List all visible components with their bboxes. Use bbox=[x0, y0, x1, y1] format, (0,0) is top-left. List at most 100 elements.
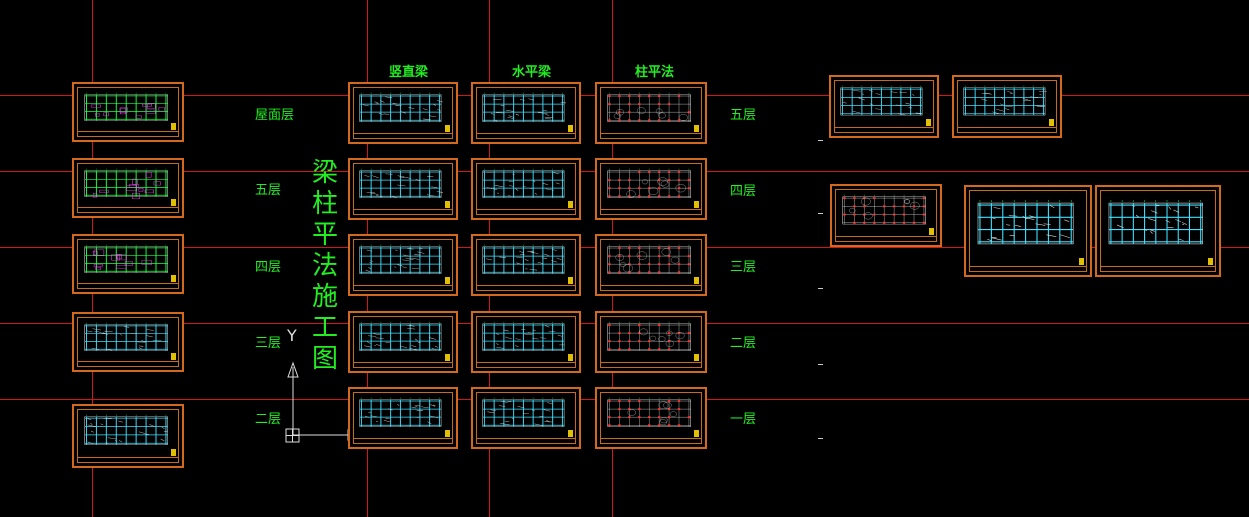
sheet-title-block bbox=[77, 283, 179, 289]
sheet-title-block bbox=[77, 457, 179, 463]
sheet-stamp bbox=[171, 123, 176, 130]
sheet-inner-border bbox=[600, 316, 702, 368]
sheet-title-block bbox=[353, 133, 453, 139]
sheet-stamp bbox=[171, 199, 176, 206]
sheet-stamp bbox=[171, 353, 176, 360]
row-label-left-1: 屋面层 bbox=[255, 108, 295, 123]
sheet-plan-drawing bbox=[83, 244, 169, 276]
row-label-right-2: 四层 bbox=[730, 184, 757, 199]
main-title-char: 梁 bbox=[311, 158, 338, 188]
sheet-detail-columns[interactable] bbox=[830, 184, 942, 247]
sheet-r3-c2[interactable] bbox=[471, 234, 581, 296]
sheet-inner-border bbox=[835, 189, 937, 242]
sheet-title-block bbox=[600, 438, 702, 444]
sheet-inner-border bbox=[476, 87, 576, 139]
main-title-char: 图 bbox=[311, 344, 338, 374]
sheet-r2-c2[interactable] bbox=[471, 158, 581, 220]
tick-mark bbox=[818, 364, 823, 365]
ucs-y-label: Y bbox=[287, 326, 297, 345]
main-title-char: 柱 bbox=[311, 189, 338, 219]
sheet-plan-drawing bbox=[358, 244, 443, 278]
sheet-r4-c3[interactable] bbox=[595, 311, 707, 373]
sheet-inner-border bbox=[1100, 190, 1216, 272]
sheet-r2-c3[interactable] bbox=[595, 158, 707, 220]
main-title-char: 法 bbox=[311, 251, 338, 281]
sheet-inner-border bbox=[600, 163, 702, 215]
sheet-r3-c3[interactable] bbox=[595, 234, 707, 296]
tick-mark bbox=[818, 140, 823, 141]
sheet-r5-c3[interactable] bbox=[595, 387, 707, 449]
sheet-title-block bbox=[476, 362, 576, 368]
sheet-r1-c1[interactable] bbox=[348, 82, 458, 144]
sheet-floorplan-3[interactable] bbox=[72, 234, 184, 294]
sheet-floorplan-2[interactable] bbox=[72, 158, 184, 218]
sheet-floorplan-5[interactable] bbox=[72, 404, 184, 468]
sheet-title-block bbox=[969, 266, 1087, 272]
sheet-plan-drawing bbox=[358, 92, 444, 126]
sheet-r2-c1[interactable] bbox=[348, 158, 458, 220]
row-label-left-4: 三层 bbox=[255, 336, 282, 351]
sheet-title-block bbox=[957, 127, 1057, 133]
sheet-stamp bbox=[568, 430, 573, 437]
sheet-title-block bbox=[353, 209, 453, 215]
sheet-inner-border bbox=[77, 409, 179, 463]
sheet-inner-border bbox=[476, 392, 576, 444]
sheet-plan-drawing bbox=[606, 397, 692, 431]
sheet-plan-drawing bbox=[481, 92, 568, 126]
sheet-stamp bbox=[694, 277, 699, 284]
tick-mark bbox=[818, 213, 823, 214]
main-title-char: 施 bbox=[311, 282, 338, 312]
sheet-stamp bbox=[445, 430, 450, 437]
main-title-char: 平 bbox=[311, 220, 338, 250]
sheet-title-block bbox=[834, 127, 934, 133]
sheet-title-block bbox=[600, 362, 702, 368]
sheet-notes-2[interactable] bbox=[1095, 185, 1221, 277]
sheet-title-block bbox=[835, 236, 937, 242]
sheet-stamp bbox=[694, 430, 699, 437]
sheet-inner-border bbox=[476, 239, 576, 291]
sheet-inner-border bbox=[834, 80, 934, 133]
sheet-inner-border bbox=[476, 316, 576, 368]
sheet-inner-border bbox=[77, 87, 179, 137]
sheet-title-block bbox=[600, 209, 702, 215]
row-label-left-2: 五层 bbox=[255, 183, 282, 198]
sheet-plan-drawing bbox=[358, 397, 443, 431]
row-label-right-5: 一层 bbox=[730, 412, 757, 427]
row-label-right-4: 二层 bbox=[730, 336, 757, 351]
sheet-stamp bbox=[568, 125, 573, 132]
sheet-title-block bbox=[353, 362, 453, 368]
sheet-plan-drawing bbox=[606, 92, 692, 126]
sheet-plan-drawing bbox=[606, 244, 692, 278]
main-title-char: 工 bbox=[311, 313, 338, 343]
sheet-r4-c2[interactable] bbox=[471, 311, 581, 373]
sheet-plan-drawing bbox=[839, 85, 924, 119]
sheet-floorplan-1[interactable] bbox=[72, 82, 184, 142]
sheet-detail-sections[interactable] bbox=[952, 75, 1062, 138]
sheet-inner-border bbox=[600, 392, 702, 444]
sheet-floorplan-4[interactable] bbox=[72, 312, 184, 372]
sheet-notes-1[interactable] bbox=[964, 185, 1092, 277]
sheet-r5-c2[interactable] bbox=[471, 387, 581, 449]
sheet-title-block bbox=[476, 285, 576, 291]
sheet-r4-c1[interactable] bbox=[348, 311, 458, 373]
sheet-r1-c3[interactable] bbox=[595, 82, 707, 144]
sheet-inner-border bbox=[353, 316, 453, 368]
sheet-inner-border bbox=[353, 163, 453, 215]
sheet-title-block bbox=[77, 361, 179, 367]
row-label-left-3: 四层 bbox=[255, 260, 282, 275]
sheet-title-block bbox=[600, 133, 702, 139]
sheet-plan-drawing bbox=[606, 321, 692, 355]
sheet-plan-drawing bbox=[83, 322, 169, 354]
column-header-column-method: 柱平法 bbox=[635, 65, 675, 80]
sheet-stamp bbox=[171, 275, 176, 282]
sheet-plan-drawing bbox=[83, 92, 169, 124]
sheet-plan-drawing bbox=[358, 321, 443, 355]
sheet-r3-c1[interactable] bbox=[348, 234, 458, 296]
sheet-title-block bbox=[600, 285, 702, 291]
sheet-r1-c2[interactable] bbox=[471, 82, 581, 144]
sheet-plan-drawing bbox=[481, 321, 566, 355]
sheet-detail-stairs[interactable] bbox=[829, 75, 939, 138]
sheet-r5-c1[interactable] bbox=[348, 387, 458, 449]
sheet-stamp bbox=[568, 201, 573, 208]
